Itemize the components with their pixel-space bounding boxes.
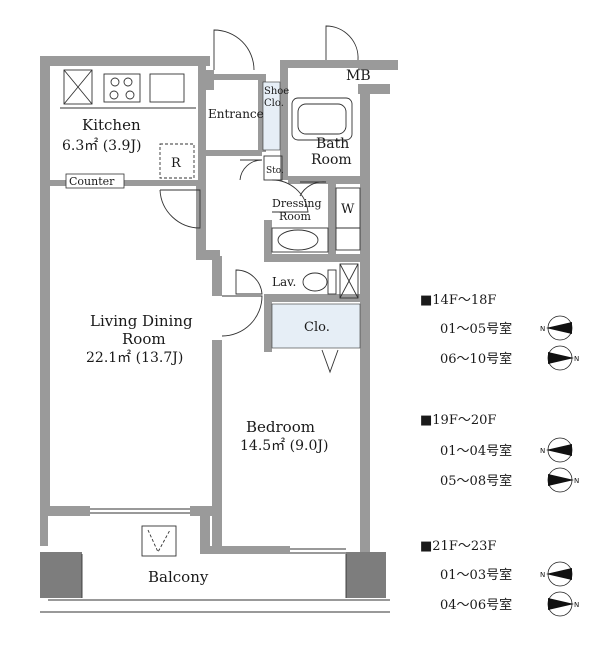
- legend-row-3-2: 04～06号室: [440, 597, 512, 613]
- bath-label-2: Room: [311, 152, 352, 168]
- compass-west-icon: N: [540, 561, 573, 587]
- bedroom-area: 14.5㎡ (9.0J): [240, 438, 328, 454]
- legend-header-2: ■19F～20F: [420, 413, 496, 428]
- legend-row-3-1: 01～03号室: [440, 567, 512, 583]
- balcony-label: Balcony: [148, 568, 209, 586]
- storage-label: Sto.: [266, 166, 284, 176]
- shoe-closet: [262, 81, 281, 151]
- legend-row-2-1: 01～04号室: [440, 443, 512, 459]
- lavatory-label: Lav.: [272, 275, 296, 289]
- closet-label: Clo.: [304, 320, 330, 335]
- counter-label: Counter: [69, 175, 115, 188]
- legend-row-2-2: 05～08号室: [440, 473, 512, 489]
- living-label-2: Room: [122, 330, 166, 348]
- svg-text:N: N: [540, 325, 545, 333]
- closet: [271, 303, 361, 349]
- legend-header-1: ■14F～18F: [420, 293, 496, 308]
- legend-row-1-1: 01～05号室: [440, 321, 512, 337]
- kitchen-area: 6.3㎡ (3.9J): [62, 138, 142, 154]
- legend-header-3: ■21F～23F: [420, 539, 496, 554]
- fixtures: [40, 69, 390, 613]
- dressing-label-1: Dressing: [272, 197, 322, 210]
- living-label-1: Living Dining: [90, 312, 193, 330]
- svg-text:N: N: [574, 601, 579, 609]
- orientation-legend: ■14F～18F 01～05号室 06～10号室 ■19F～20F 01～04号…: [420, 293, 579, 617]
- bath-label-1: Bath: [316, 136, 349, 152]
- refrigerator-label: R: [171, 156, 182, 171]
- shoe-closet-label-2: Clo.: [264, 98, 284, 109]
- compass-east-icon: N: [547, 591, 579, 617]
- meter-box-label: MB: [346, 68, 371, 84]
- room-labels: Kitchen 6.3㎡ (3.9J) R Counter Entrance S…: [62, 68, 371, 586]
- counter-box: [65, 173, 125, 189]
- washer-label: W: [341, 202, 355, 217]
- compass-east-icon: N: [547, 467, 579, 493]
- svg-text:N: N: [540, 447, 545, 455]
- walls: [40, 56, 398, 598]
- entrance-label: Entrance: [208, 107, 264, 121]
- svg-text:N: N: [574, 355, 579, 363]
- bedroom-label: Bedroom: [246, 418, 315, 436]
- dressing-label-2: Room: [279, 210, 312, 223]
- compass-east-icon: N: [547, 345, 579, 371]
- living-area: 22.1㎡ (13.7J): [86, 350, 183, 366]
- doors: [159, 25, 359, 374]
- legend-row-1-2: 06～10号室: [440, 351, 512, 367]
- svg-text:N: N: [574, 477, 579, 485]
- svg-text:N: N: [540, 571, 545, 579]
- compass-west-icon: N: [540, 437, 573, 463]
- shoe-closet-label-1: Shoe: [264, 86, 289, 97]
- compass-west-icon: N: [540, 315, 573, 341]
- kitchen-label: Kitchen: [82, 116, 141, 134]
